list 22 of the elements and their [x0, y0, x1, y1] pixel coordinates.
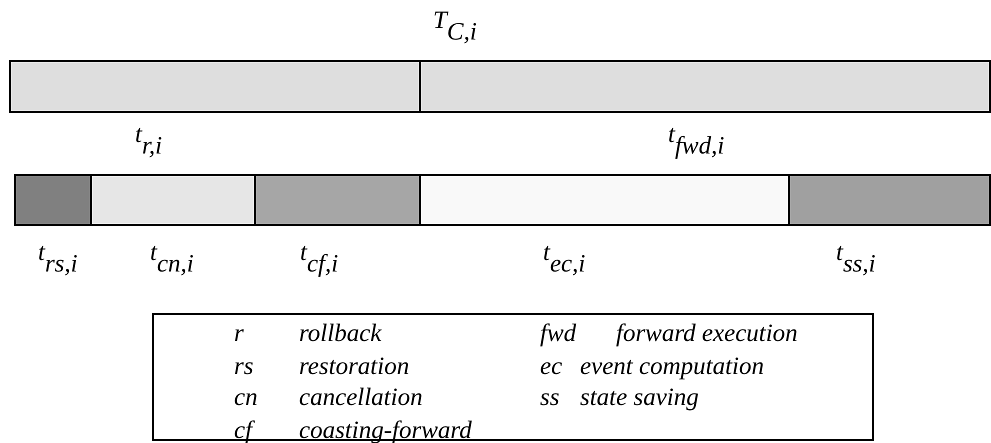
time-segment-bar [419, 60, 991, 113]
abbreviation-meaning: event computation [580, 354, 764, 379]
time-segment-bar [254, 174, 421, 226]
time-segment-bar [788, 174, 991, 226]
abbreviation-meaning: state saving [580, 385, 699, 410]
abbreviation-meaning: forward execution [616, 321, 798, 346]
time-segment-bar [9, 60, 421, 113]
abbreviation-meaning: restoration [299, 354, 410, 379]
abbreviation-key-box [152, 313, 874, 441]
time-segment-bar [419, 174, 790, 226]
abbreviation: cf [234, 418, 252, 443]
abbreviation: cn [234, 385, 258, 410]
abbreviation: fwd [540, 321, 576, 346]
abbreviation-meaning: coasting-forward [299, 418, 472, 443]
abbreviation: ss [540, 385, 560, 410]
abbreviation-meaning: cancellation [299, 385, 423, 410]
abbreviation: rs [234, 354, 254, 379]
time-segment-bar [14, 174, 92, 226]
abbreviation: r [234, 321, 244, 346]
time-segment-bar [90, 174, 256, 226]
abbreviation-meaning: rollback [299, 321, 382, 346]
abbreviation: ec [540, 354, 562, 379]
